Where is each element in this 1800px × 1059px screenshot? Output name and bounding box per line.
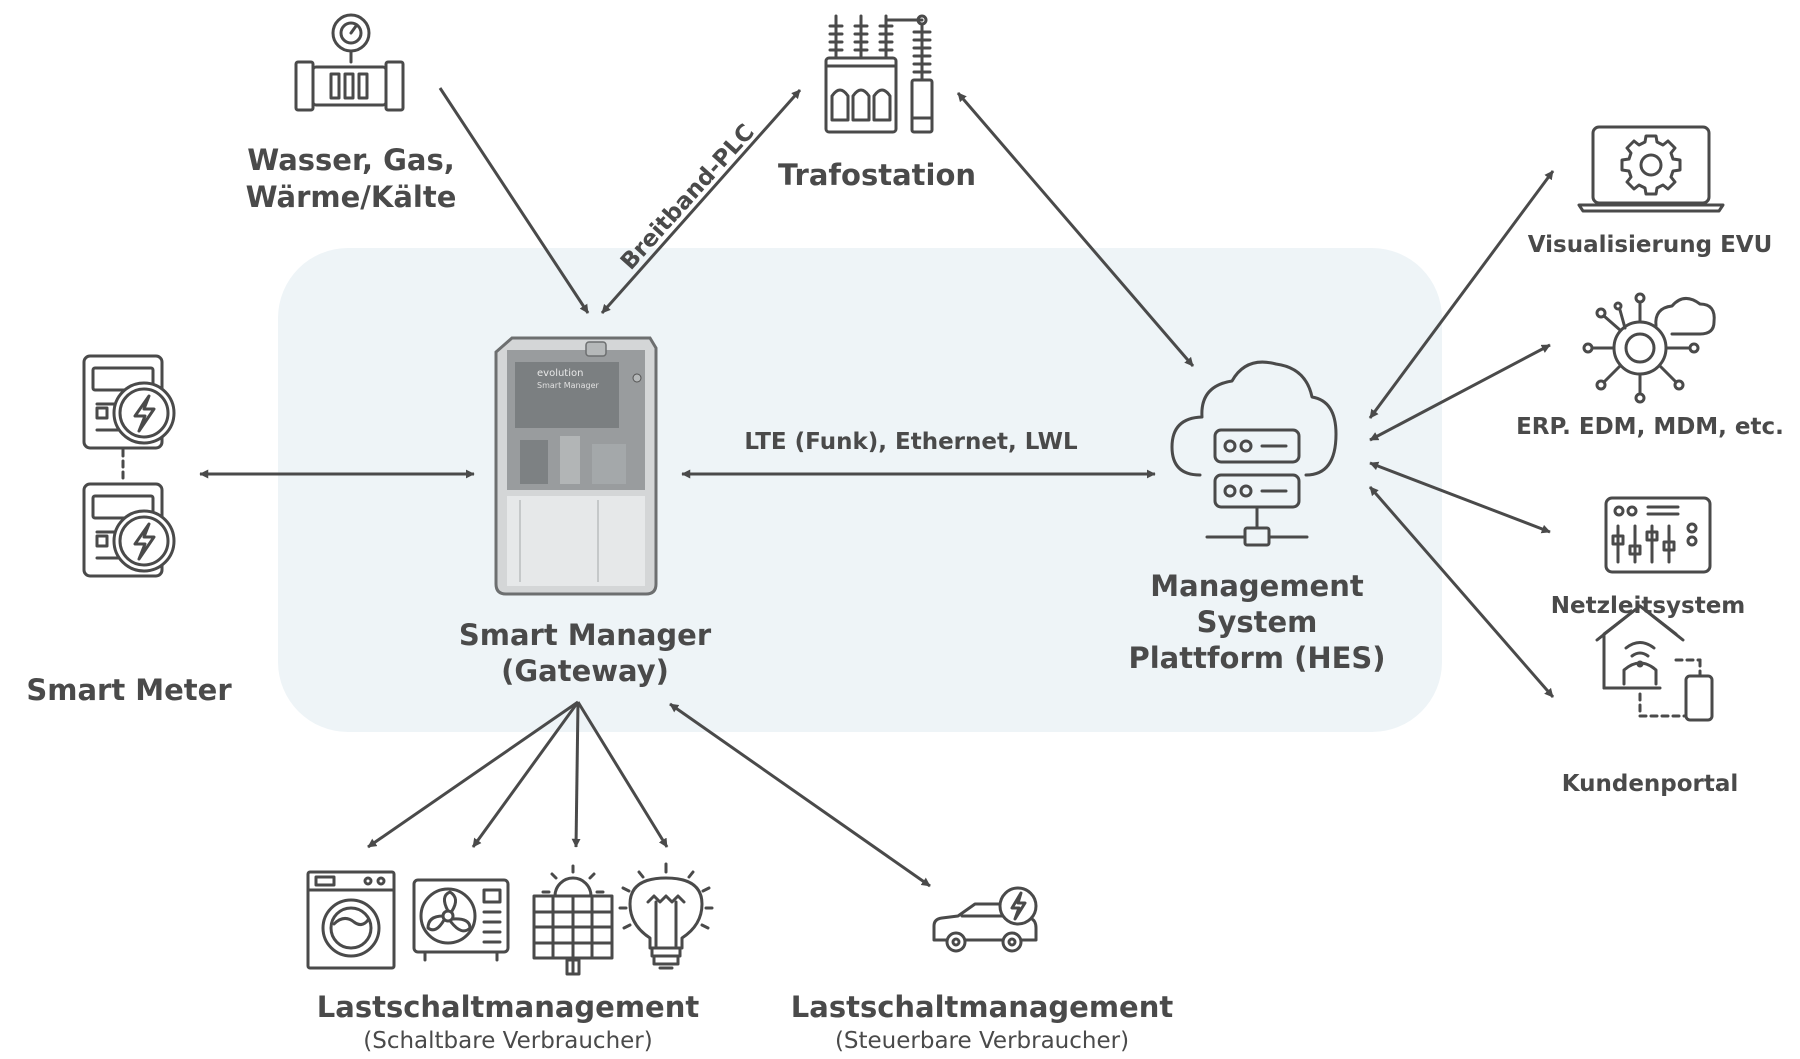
- light-bulb-icon: [618, 862, 714, 970]
- device-model-text: Smart Manager: [537, 381, 600, 390]
- utilities-label-line2: Wärme/Kälte: [246, 180, 457, 214]
- hes-label-line1: Management: [1150, 569, 1364, 603]
- solar-panel-icon: [532, 864, 614, 976]
- last-schaltbar-subtitle: (Schaltbare Verbraucher): [363, 1028, 653, 1054]
- lte-label: LTE (Funk), Ethernet, LWL: [744, 429, 1078, 455]
- electricity-meter-icon: [82, 354, 176, 578]
- circuit-cloud-icon: [1582, 292, 1716, 404]
- arrow-hes-kundenportal: [1368, 486, 1555, 698]
- connection-arrows: [199, 87, 1555, 888]
- gateway-label-line1: Smart Manager: [459, 618, 712, 652]
- hes-label-line3: Plattform (HES): [1128, 641, 1385, 675]
- transformer-station-icon: [824, 14, 934, 134]
- last-steuerbar-subtitle: (Steuerbare Verbraucher): [835, 1028, 1129, 1054]
- netzleitsystem-label: Netzleitsystem: [1551, 593, 1746, 619]
- washing-machine-icon: [306, 870, 396, 970]
- arrow-gateway-car: [669, 702, 931, 888]
- last-steuerbar-title: Lastschaltmanagement: [791, 990, 1174, 1024]
- control-panel-icon: [1604, 496, 1712, 574]
- arrow-trafostation-hes: [956, 92, 1195, 367]
- utilities-label-line1: Wasser, Gas,: [247, 143, 455, 177]
- last-schaltbar-title: Lastschaltmanagement: [317, 990, 700, 1024]
- gateway-label-line2: (Gateway): [501, 654, 669, 688]
- laptop-gear-icon: [1577, 125, 1725, 213]
- erp-label: ERP. EDM, MDM, etc.: [1516, 414, 1784, 440]
- cloud-server-icon: [1170, 360, 1338, 547]
- smart-manager-device: evolution Smart Manager: [494, 336, 658, 596]
- arrow-gateway-bulb: [576, 701, 669, 848]
- device-brand-text: evolution: [537, 368, 583, 379]
- arrow-hes-erp: [1369, 343, 1551, 442]
- arrow-gateway-washer: [367, 700, 579, 849]
- flow-meter-icon: [294, 13, 405, 112]
- arrow-gateway-heatpump: [471, 701, 580, 848]
- trafostation-label: Trafostation: [778, 158, 976, 192]
- visualisierung-label: Visualisierung EVU: [1528, 232, 1773, 258]
- arrow-gateway-solar: [571, 701, 581, 848]
- kundenportal-label: Kundenportal: [1562, 771, 1739, 797]
- arrow-gateway-trafostation: [600, 89, 802, 314]
- smart-meter-label: Smart Meter: [26, 673, 232, 707]
- hes-label-line2: System: [1197, 605, 1318, 639]
- arrow-utilities-gateway: [438, 87, 590, 314]
- smart-home-icon: [1595, 604, 1714, 722]
- heat-pump-icon: [412, 878, 510, 962]
- electric-car-icon: [932, 886, 1038, 953]
